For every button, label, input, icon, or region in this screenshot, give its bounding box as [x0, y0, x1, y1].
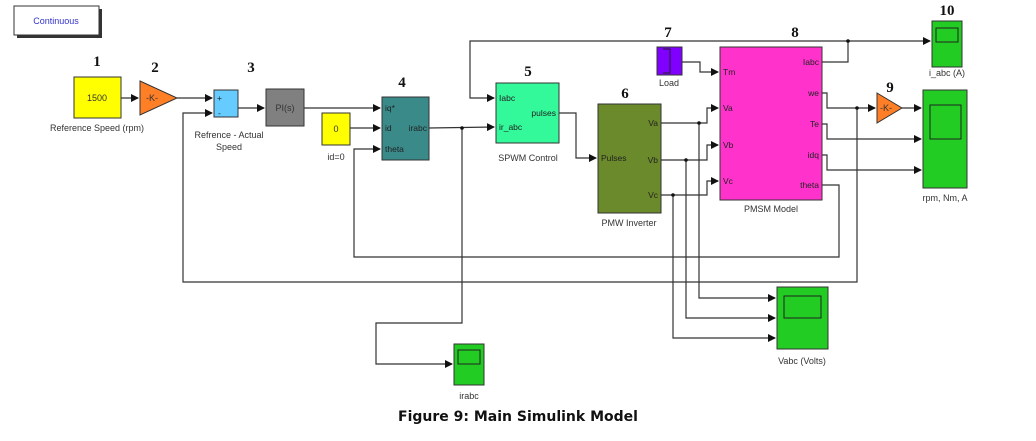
pi-label: PI(s)	[276, 103, 295, 113]
scope-vabc[interactable]	[776, 286, 829, 350]
port-vc: Vc	[648, 190, 659, 200]
continuous-label: Continuous	[33, 16, 79, 26]
scope-iabc-label: i_abc (A)	[929, 68, 965, 78]
port-va-in: Va	[723, 103, 733, 113]
inverter-label: PMW Inverter	[601, 218, 656, 228]
gain-out-value: -K-	[880, 103, 892, 113]
port-ir-abc: ir_abc	[499, 122, 523, 132]
id-constant-block[interactable]: 0	[321, 112, 351, 146]
port-iabc-out: Iabc	[803, 57, 820, 67]
port-irabc: irabc	[409, 123, 428, 133]
block-number-3: 3	[247, 60, 255, 76]
block-number-9: 9	[886, 80, 894, 96]
block-number-8: 8	[791, 25, 799, 41]
scope-vabc-label: Vabc (Volts)	[778, 356, 826, 366]
block-number-6: 6	[621, 86, 629, 102]
scope-iabc[interactable]	[931, 20, 963, 68]
port-pulses-in: Pulses	[601, 153, 627, 163]
scope-irabc-label: irabc	[459, 391, 479, 401]
sum-plus: +	[217, 93, 222, 103]
port-iabc: Iabc	[499, 93, 516, 103]
sum-label-line1: Refrence - Actual	[194, 130, 263, 140]
block-number-1: 1	[93, 54, 101, 70]
scope-irabc[interactable]	[453, 343, 485, 386]
inverter-block[interactable]: Pulses Va Vb Vc	[597, 103, 662, 214]
spwm-label: SPWM Control	[498, 153, 558, 163]
spwm-control-block[interactable]: Iabc ir_abc pulses	[495, 82, 560, 144]
reference-speed-value: 1500	[87, 93, 107, 103]
dq-to-abc-block[interactable]: iq* id theta irabc	[381, 96, 430, 161]
pi-controller-block[interactable]: PI(s)	[265, 88, 305, 127]
port-iq: iq*	[385, 103, 396, 113]
scope-rpm-label: rpm, Nm, A	[922, 193, 967, 203]
pmsm-label: PMSM Model	[744, 204, 798, 214]
pmsm-model-block[interactable]: Tm Va Vb Vc Iabc we Te idq theta	[719, 46, 823, 201]
port-va: Va	[648, 118, 658, 128]
figure-caption: Figure 9: Main Simulink Model	[398, 409, 638, 425]
sum-block[interactable]: + -	[213, 89, 239, 118]
gain-block-input[interactable]: -K-	[139, 80, 179, 116]
reference-speed-label: Reference Speed (rpm)	[50, 123, 144, 133]
gain-value: -K-	[146, 93, 158, 103]
reference-speed-block[interactable]: 1500	[73, 76, 122, 119]
port-tm: Tm	[723, 67, 735, 77]
id-constant-value: 0	[333, 124, 338, 134]
block-number-7: 7	[664, 25, 672, 41]
port-theta: theta	[385, 144, 404, 154]
block-number-2: 2	[151, 60, 159, 76]
port-vb: Vb	[648, 155, 659, 165]
id-constant-label: id=0	[327, 152, 344, 162]
port-vb-in: Vb	[723, 140, 734, 150]
port-we: we	[807, 88, 819, 98]
port-te: Te	[810, 119, 819, 129]
scope-rpm-nm-a[interactable]	[922, 89, 968, 189]
port-theta-out: theta	[800, 180, 819, 190]
block-number-4: 4	[398, 75, 406, 91]
load-label: Load	[659, 78, 679, 88]
sum-label-line2: Speed	[216, 142, 242, 152]
sum-minus: -	[218, 108, 221, 118]
block-number-10: 10	[940, 3, 955, 19]
signal-lines	[121, 37, 931, 368]
port-pulses: pulses	[531, 108, 556, 118]
block-number-5: 5	[524, 64, 532, 80]
port-idq: idq	[808, 150, 820, 160]
port-id: id	[385, 123, 392, 133]
port-vc-in: Vc	[723, 176, 734, 186]
load-block[interactable]	[656, 46, 683, 76]
gain-block-output[interactable]: -K-	[876, 92, 903, 124]
continuous-button[interactable]: Continuous	[13, 5, 102, 38]
